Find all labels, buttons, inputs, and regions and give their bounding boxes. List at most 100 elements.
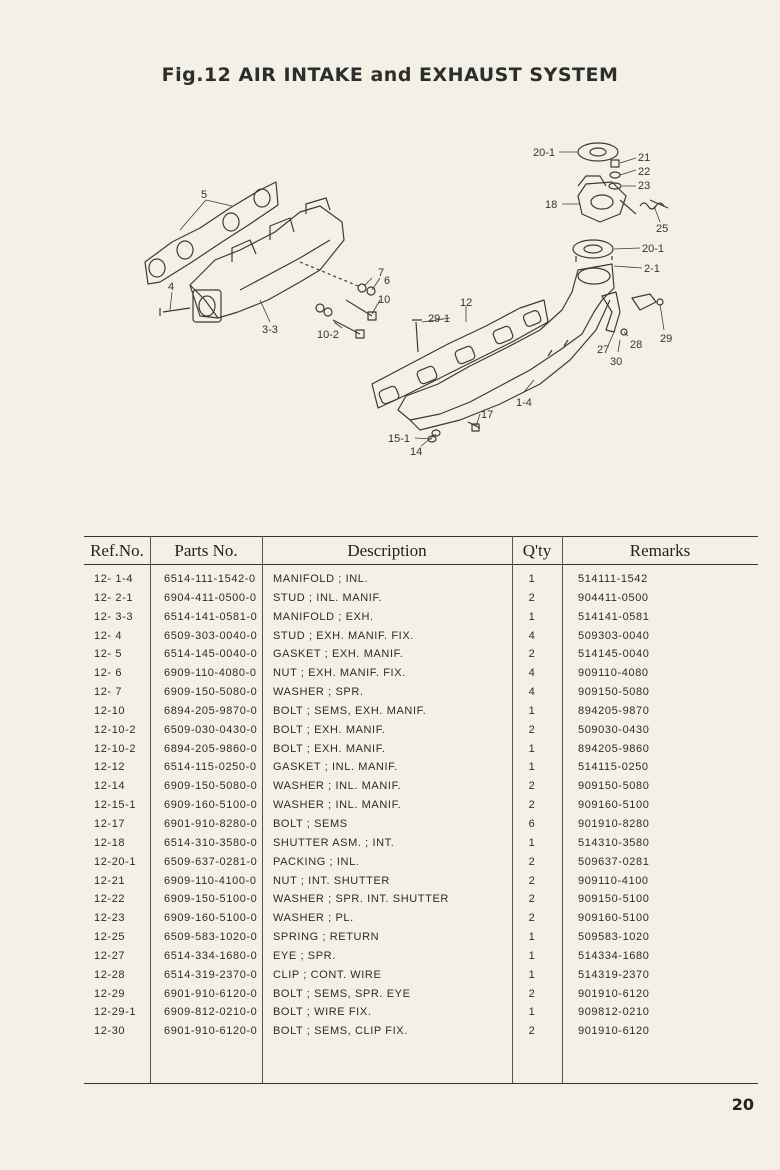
cell-remarks: 514115-0250: [578, 761, 649, 774]
cell-ref-no: 12-15-1: [94, 799, 137, 812]
cell-ref-no: 12-27: [94, 949, 126, 962]
callout-label: 21: [638, 152, 650, 164]
cell-qty: 2: [528, 648, 536, 661]
cell-parts-no: 6514-145-0040-0: [164, 648, 258, 661]
cell-remarks: 509583-1020: [578, 931, 650, 944]
cell-remarks: 909150-5080: [578, 686, 650, 699]
cell-description: STUD ; EXH. MANIF. FIX.: [273, 629, 414, 642]
cell-ref-no: 12-18: [94, 836, 126, 849]
cell-description: GASKET ; EXH. MANIF.: [273, 648, 404, 661]
table-row: 12- 6 6909-110-4080-0 NUT ; EXH. MANIF. FI…: [84, 665, 758, 684]
header-parts-no: Parts No.: [174, 541, 238, 560]
parts-table: Ref.No. Parts No. Description Q'ty Remar…: [84, 536, 758, 565]
callout-label: 7: [378, 267, 384, 279]
clip-icon: [601, 291, 664, 336]
column-divider: [262, 536, 263, 1084]
page-number: 20: [731, 1095, 754, 1114]
column-divider: [512, 536, 513, 1084]
cell-remarks: 514334-1680: [578, 949, 650, 962]
cell-description: WASHER ; SPR. INT. SHUTTER: [273, 893, 449, 906]
cell-parts-no: 6909-160-5100-0: [164, 912, 258, 925]
cell-parts-no: 6909-150-5100-0: [164, 893, 258, 906]
cell-parts-no: 6514-334-1680-0: [164, 949, 258, 962]
page-title: Fig.12 AIR INTAKE and EXHAUST SYSTEM: [161, 64, 619, 86]
cell-description: WASHER ; SPR.: [273, 686, 364, 699]
cell-parts-no: 6509-637-0281-0: [164, 855, 258, 868]
cell-remarks: 901910-6120: [578, 1025, 650, 1038]
cell-qty: 2: [528, 987, 536, 1000]
cell-qty: 2: [528, 874, 536, 887]
exhaust-gasket-icon: [144, 181, 279, 285]
cell-ref-no: 12-10-2: [94, 742, 137, 755]
cell-description: PACKING ; INL.: [273, 855, 360, 868]
cell-description: WASHER ; INL. MANIF.: [273, 799, 402, 812]
cell-description: NUT ; EXH. MANIF. FIX.: [273, 667, 406, 680]
cell-ref-no: 12-21: [94, 874, 126, 887]
cell-remarks: 514310-3580: [578, 836, 650, 849]
cell-ref-no: 12-30: [94, 1025, 126, 1038]
cell-description: EYE ; SPR.: [273, 949, 336, 962]
cell-remarks: 904411-0500: [578, 591, 649, 604]
cell-remarks: 894205-9860: [578, 742, 650, 755]
header-description: Description: [347, 541, 427, 560]
callout-label: 14: [410, 446, 422, 458]
cell-remarks: 509030-0430: [578, 723, 650, 736]
cell-parts-no: 6909-110-4080-0: [164, 667, 257, 680]
header-remarks: Remarks: [629, 541, 691, 560]
cell-qty: 1: [528, 931, 536, 944]
cell-remarks: 894205-9870: [578, 704, 650, 717]
cell-ref-no: 12-29-1: [94, 1006, 137, 1019]
cell-description: MANIFOLD ; EXH.: [273, 610, 374, 623]
header-ref-no: Ref.No.: [90, 541, 144, 560]
cell-ref-no: 12-10-2: [94, 723, 137, 736]
cell-description: WASHER ; PL.: [273, 912, 354, 925]
cell-parts-no: 6514-310-3580-0: [164, 836, 258, 849]
cell-parts-no: 6894-205-9860-0: [164, 742, 258, 755]
cell-parts-no: 6909-110-4100-0: [164, 874, 257, 887]
cell-remarks: 514145-0040: [578, 648, 650, 661]
cell-ref-no: 12- 6: [94, 667, 123, 680]
cell-qty: 4: [528, 686, 536, 699]
cell-qty: 2: [528, 780, 536, 793]
cell-ref-no: 12-23: [94, 912, 126, 925]
cell-ref-no: 12-12: [94, 761, 126, 774]
cell-parts-no: 6514-319-2370-0: [164, 968, 258, 981]
cell-qty: 1: [528, 742, 536, 755]
cell-remarks: 909110-4080: [578, 667, 649, 680]
cell-ref-no: 12- 2-1: [94, 591, 134, 604]
cell-qty: 2: [528, 723, 536, 736]
callout-label: 18: [545, 199, 557, 211]
cell-description: GASKET ; INL. MANIF.: [273, 761, 398, 774]
cell-qty: 2: [528, 893, 536, 906]
callout-label: 23: [638, 180, 650, 192]
callout-label: 29: [660, 333, 672, 345]
cell-parts-no: 6901-910-6120-0: [164, 987, 258, 1000]
cell-parts-no: 6909-150-5080-0: [164, 780, 258, 793]
table-row: 12-12 6514-115-0250-0 GASKET ; INL. MANIF.…: [84, 759, 758, 778]
cell-ref-no: 12-28: [94, 968, 126, 981]
cell-parts-no: 6514-141-0581-0: [164, 610, 258, 623]
cell-parts-no: 6514-115-0250-0: [164, 761, 257, 774]
callout-label: 17: [481, 409, 493, 421]
cell-description: MANIFOLD ; INL.: [273, 573, 369, 585]
intake-shutter-icon: [577, 142, 669, 223]
cell-parts-no: 6901-910-6120-0: [164, 1025, 258, 1038]
callout-label: 20-1: [642, 243, 664, 255]
washer-icon: [427, 421, 481, 443]
cell-qty: 2: [528, 591, 536, 604]
cell-description: BOLT ; SEMS, SPR. EYE: [273, 987, 411, 1000]
cell-remarks: 909812-0210: [578, 1006, 650, 1019]
